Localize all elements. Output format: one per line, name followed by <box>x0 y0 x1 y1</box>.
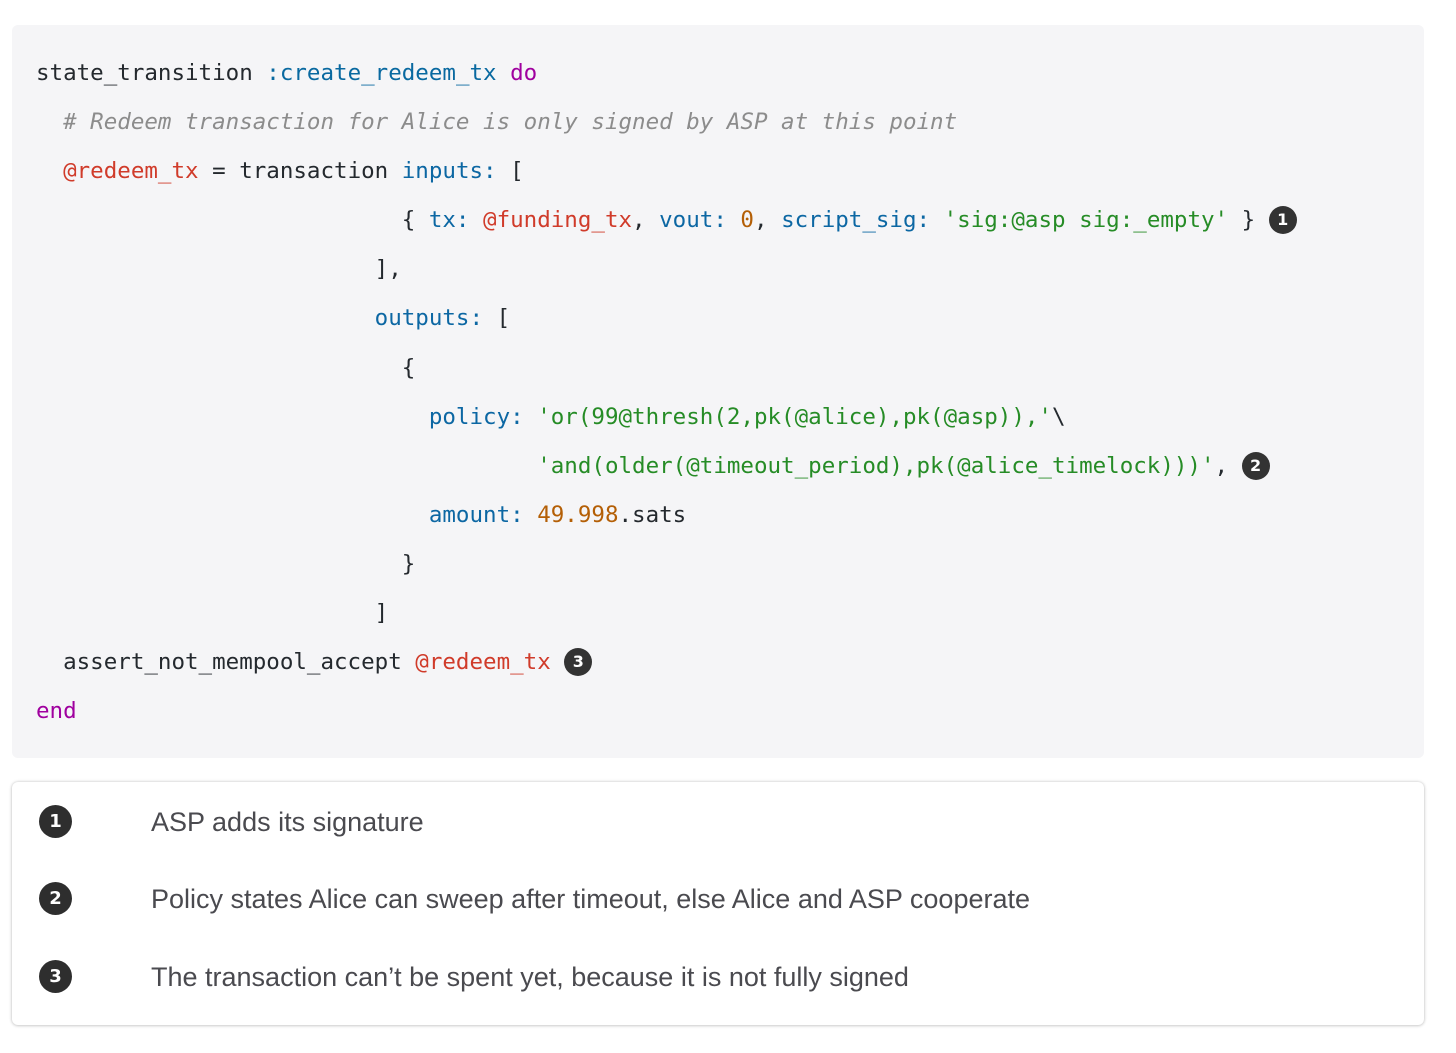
code-line: amount: 49.998.sats <box>36 491 1297 540</box>
code-token: @funding_tx <box>483 207 633 234</box>
callout-marker: 2 <box>1241 451 1270 480</box>
code-token: assert_not_mempool_accept <box>36 649 416 676</box>
code-token <box>36 404 429 430</box>
code-token: end <box>36 698 77 725</box>
code-token <box>36 305 375 331</box>
callout-description: Policy states Alice can sweep after time… <box>151 884 1031 914</box>
callout-marker: 3 <box>564 648 593 677</box>
code-token: , <box>1214 452 1242 479</box>
code-token: } <box>1228 207 1269 234</box>
code-token: 49.998 <box>537 501 619 528</box>
code-token <box>497 60 511 86</box>
code-line: { <box>36 344 1297 393</box>
code-line: end <box>36 687 1297 736</box>
code-token: :create_redeem_tx <box>266 60 497 86</box>
code-token: = transaction <box>198 158 402 185</box>
code-token: vout: <box>659 207 727 234</box>
code-token <box>36 453 537 479</box>
code-token: # Redeem transaction for Alice is only s… <box>63 109 958 136</box>
code-token: , <box>632 207 660 234</box>
callout-item-3: 3 The transaction can’t be spent yet, be… <box>12 957 1424 997</box>
callout-number-badge: 2 <box>39 882 72 915</box>
code-line: } <box>36 540 1297 589</box>
code-token: @redeem_tx <box>63 158 199 185</box>
code-token: state_transition <box>36 60 267 86</box>
code-token: tx: <box>428 207 470 234</box>
code-token: outputs: <box>374 305 484 332</box>
code-line: assert_not_mempool_accept @redeem_tx 3 <box>36 638 1297 687</box>
code-line: { tx: @funding_tx, vout: 0, script_sig: … <box>36 196 1297 245</box>
callout-item-2: 2 Policy states Alice can sweep after ti… <box>12 879 1424 919</box>
code-token: 0 <box>740 207 754 234</box>
code-token: , <box>753 207 782 234</box>
code-token: ] <box>36 600 389 627</box>
code-token: inputs: <box>401 158 497 185</box>
code-line: state_transition :create_redeem_tx do <box>36 49 1297 98</box>
code-token: { <box>36 354 416 381</box>
code-token <box>930 207 944 233</box>
callout-list: 1 ASP adds its signature 2 Policy states… <box>12 782 1424 1025</box>
code-line: 'and(older(@timeout_period),pk(@alice_ti… <box>36 442 1297 491</box>
code-listing: state_transition :create_redeem_tx do # … <box>36 49 1297 736</box>
code-token: { <box>36 207 429 234</box>
code-line: ] <box>36 589 1297 638</box>
code-token: @redeem_tx <box>415 649 551 676</box>
callout-number-badge: 3 <box>39 960 72 993</box>
code-line: ], <box>36 245 1297 294</box>
code-line: outputs: [ <box>36 294 1297 343</box>
code-token: do <box>510 60 538 86</box>
code-token: 'and(older(@timeout_period),pk(@alice_ti… <box>537 452 1215 479</box>
code-token: .sats <box>618 501 687 528</box>
code-line: @redeem_tx = transaction inputs: [ <box>36 147 1297 196</box>
code-token <box>36 109 63 135</box>
code-token <box>524 502 538 528</box>
code-token <box>727 207 741 233</box>
code-token: \ <box>1051 403 1066 430</box>
code-token: amount: <box>428 501 524 528</box>
code-token: } <box>36 550 416 577</box>
code-token <box>36 158 63 184</box>
code-token <box>524 404 538 430</box>
code-block: state_transition :create_redeem_tx do # … <box>12 25 1424 758</box>
code-line: policy: 'or(99@thresh(2,pk(@alice),pk(@a… <box>36 393 1297 442</box>
code-token: script_sig: <box>781 207 931 234</box>
callout-description: ASP adds its signature <box>151 807 424 837</box>
code-token: [ <box>483 305 511 332</box>
code-line: # Redeem transaction for Alice is only s… <box>36 98 1297 147</box>
code-token: [ <box>496 158 524 185</box>
code-token: 'sig:@asp sig:_empty' <box>943 207 1229 234</box>
code-token <box>551 649 565 675</box>
callout-item-1: 1 ASP adds its signature <box>12 802 1424 842</box>
callout-number-badge: 1 <box>39 805 72 838</box>
callout-marker: 1 <box>1268 206 1297 235</box>
code-token: policy: <box>428 403 524 430</box>
code-token: ], <box>36 256 402 283</box>
callout-description: The transaction can’t be spent yet, beca… <box>151 962 909 992</box>
code-token: 'or(99@thresh(2,pk(@alice),pk(@asp)),' <box>537 403 1052 430</box>
code-token <box>469 207 483 233</box>
code-token <box>36 502 429 528</box>
